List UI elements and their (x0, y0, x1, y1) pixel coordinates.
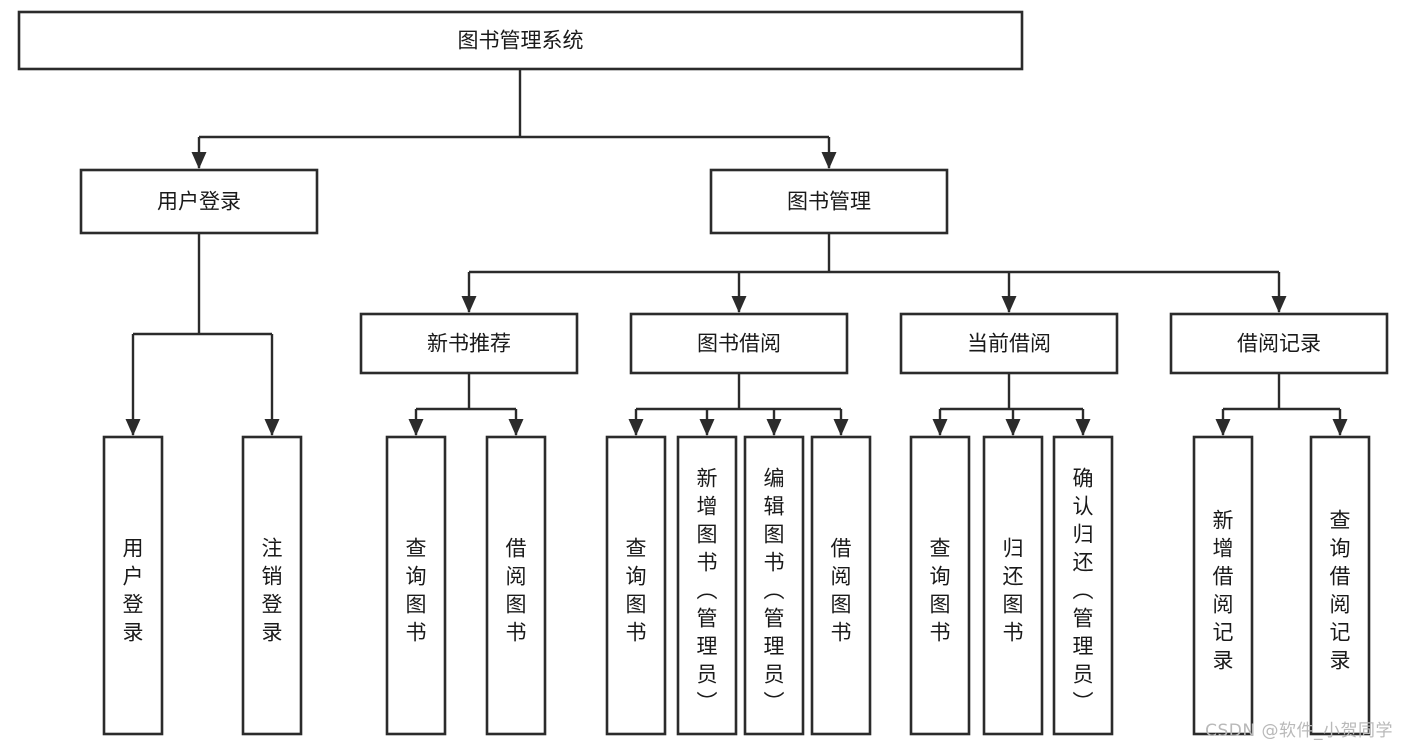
arrow-down-icon (461, 296, 477, 313)
connector-group-new-book-to-leaves (408, 373, 524, 436)
node-label-borrow-record: 借阅记录 (1237, 332, 1321, 356)
leaf-box-leaf-add-book-admin[interactable] (676, 435, 738, 736)
node-book-manage[interactable]: 图书管理 (709, 168, 949, 235)
node-new-book-recommend[interactable]: 新书推荐 (359, 312, 579, 375)
leaf-leaf-logout[interactable]: 注销登录 (241, 435, 303, 736)
leaf-label-leaf-confirm-return-admin: 确认归还︵管理员︶ (1073, 467, 1094, 715)
node-layer: 图书管理系统用户登录图书管理新书推荐图书借阅当前借阅借阅记录用户登录注销登录查询… (17, 10, 1389, 736)
arrow-down-icon (1271, 296, 1287, 313)
leaf-box-leaf-query-borrow-record[interactable] (1309, 435, 1371, 736)
node-label-user-login: 用户登录 (157, 190, 241, 214)
arrow-down-icon (766, 419, 782, 436)
connector-group-current-borrow-to-leaves (932, 373, 1091, 436)
arrow-down-icon (508, 419, 524, 436)
arrow-down-icon (1001, 296, 1017, 313)
leaf-leaf-user-login[interactable]: 用户登录 (102, 435, 164, 736)
leaf-label-leaf-edit-book-admin: 编辑图书︵管理员︶ (764, 467, 785, 715)
node-label-current-borrow: 当前借阅 (967, 332, 1051, 356)
node-box-borrow-record[interactable] (1169, 312, 1389, 375)
node-user-login[interactable]: 用户登录 (79, 168, 319, 235)
leaf-leaf-return-book[interactable]: 归还图书 (982, 435, 1044, 736)
leaf-leaf-query-book-borrow[interactable]: 查询图书 (605, 435, 667, 736)
leaf-label-leaf-query-book-borrow: 查询图书 (626, 537, 647, 645)
leaf-box-leaf-query-book-borrow[interactable] (605, 435, 667, 736)
leaf-leaf-edit-book-admin[interactable]: 编辑图书︵管理员︶ (743, 435, 805, 736)
leaf-box-leaf-query-book-current[interactable] (909, 435, 971, 736)
arrow-down-icon (191, 152, 207, 169)
connector-layer (125, 69, 1348, 436)
arrow-down-icon (833, 419, 849, 436)
leaf-box-leaf-borrow-book[interactable] (810, 435, 872, 736)
connector-group-book-borrow-to-leaves (628, 373, 849, 436)
arrow-down-icon (1332, 419, 1348, 436)
arrow-down-icon (264, 419, 280, 436)
leaf-box-leaf-confirm-return-admin[interactable] (1052, 435, 1114, 736)
leaf-leaf-query-borrow-record[interactable]: 查询借阅记录 (1309, 435, 1371, 736)
node-box-new-book-recommend[interactable] (359, 312, 579, 375)
node-box-user-login[interactable] (79, 168, 319, 235)
leaf-label-leaf-return-book: 归还图书 (1003, 537, 1024, 645)
node-label-book-manage: 图书管理 (787, 190, 871, 214)
node-box-current-borrow[interactable] (899, 312, 1119, 375)
node-box-book-manage[interactable] (709, 168, 949, 235)
leaf-box-leaf-query-book-recommend[interactable] (385, 435, 447, 736)
connector-group-borrow-record-to-leaves (1215, 373, 1348, 436)
node-borrow-record[interactable]: 借阅记录 (1169, 312, 1389, 375)
connector-group-user-login-to-leaves (125, 233, 280, 436)
leaf-label-leaf-query-borrow-record: 查询借阅记录 (1330, 509, 1351, 673)
node-label-root: 图书管理系统 (458, 29, 584, 53)
arrow-down-icon (628, 419, 644, 436)
leaf-box-leaf-user-login[interactable] (102, 435, 164, 736)
leaf-label-leaf-add-book-admin: 新增图书︵管理员︶ (697, 467, 718, 715)
arrow-down-icon (821, 152, 837, 169)
connector-group-book-manage-to-level3 (461, 233, 1287, 313)
arrow-down-icon (408, 419, 424, 436)
leaf-leaf-confirm-return-admin[interactable]: 确认归还︵管理员︶ (1052, 435, 1114, 736)
leaf-label-leaf-user-login: 用户登录 (123, 537, 144, 645)
leaf-label-leaf-logout: 注销登录 (262, 537, 283, 645)
leaf-leaf-borrow-book[interactable]: 借阅图书 (810, 435, 872, 736)
watermark-text: CSDN @软件_小贺同学 (1205, 721, 1393, 741)
leaf-box-leaf-return-book[interactable] (982, 435, 1044, 736)
arrow-down-icon (731, 296, 747, 313)
connector-group-root-to-level2 (191, 69, 837, 169)
leaf-leaf-query-book-recommend[interactable]: 查询图书 (385, 435, 447, 736)
arrow-down-icon (1075, 419, 1091, 436)
leaf-label-leaf-query-book-recommend: 查询图书 (406, 537, 427, 645)
leaf-box-leaf-borrow-book-recommend[interactable] (485, 435, 547, 736)
leaf-leaf-add-book-admin[interactable]: 新增图书︵管理员︶ (676, 435, 738, 736)
leaf-leaf-query-book-current[interactable]: 查询图书 (909, 435, 971, 736)
leaf-label-leaf-add-borrow-record: 新增借阅记录 (1213, 509, 1234, 673)
arrow-down-icon (1005, 419, 1021, 436)
leaf-leaf-borrow-book-recommend[interactable]: 借阅图书 (485, 435, 547, 736)
leaf-box-leaf-edit-book-admin[interactable] (743, 435, 805, 736)
node-root[interactable]: 图书管理系统 (17, 10, 1024, 71)
node-label-book-borrow: 图书借阅 (697, 332, 781, 356)
leaf-label-leaf-borrow-book: 借阅图书 (831, 537, 852, 645)
leaf-box-leaf-add-borrow-record[interactable] (1192, 435, 1254, 736)
leaf-box-leaf-logout[interactable] (241, 435, 303, 736)
arrow-down-icon (699, 419, 715, 436)
leaf-label-leaf-borrow-book-recommend: 借阅图书 (506, 537, 527, 645)
arrow-down-icon (932, 419, 948, 436)
leaf-leaf-add-borrow-record[interactable]: 新增借阅记录 (1192, 435, 1254, 736)
node-label-new-book-recommend: 新书推荐 (427, 332, 511, 356)
arrow-down-icon (125, 419, 141, 436)
leaf-label-leaf-query-book-current: 查询图书 (930, 537, 951, 645)
node-book-borrow[interactable]: 图书借阅 (629, 312, 849, 375)
node-current-borrow[interactable]: 当前借阅 (899, 312, 1119, 375)
arrow-down-icon (1215, 419, 1231, 436)
node-box-book-borrow[interactable] (629, 312, 849, 375)
node-box-root[interactable] (17, 10, 1024, 71)
